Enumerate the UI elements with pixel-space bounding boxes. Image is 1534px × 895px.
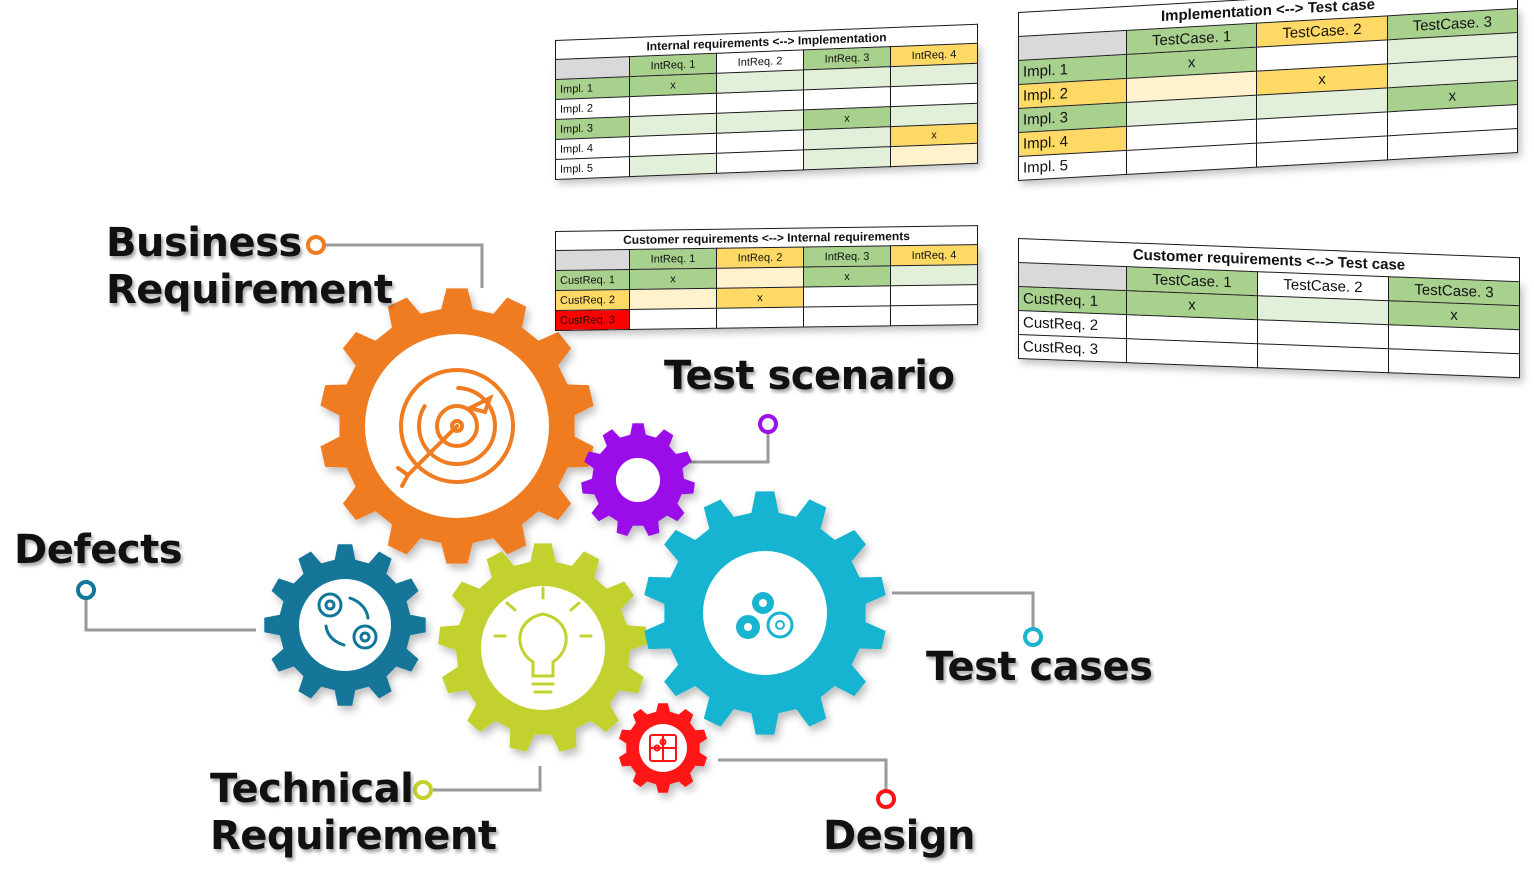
row-header: CustReq. 2 [555,289,630,311]
table-internal-implementation: Internal requirements <--> Implementatio… [555,23,978,180]
table-cell [1388,348,1520,378]
table-cell: x [716,287,804,309]
label-defects: Defects [14,527,183,573]
table-cell [890,264,978,286]
table-cell [803,305,891,328]
gear-hole [481,586,605,710]
label-design: Design [823,813,975,859]
marker-defects [76,580,96,600]
gear-cycle-icon [317,592,378,650]
marker-technical [413,780,433,800]
table-cell [716,267,804,289]
table-cell: x [803,265,891,288]
row-header: CustReq. 3 [1018,334,1127,363]
table-cell [803,146,891,170]
table-cell [890,143,978,167]
table-customer-testcase: Customer requirements <--> Test case Tes… [1018,238,1520,379]
column-header: IntReq. 3 [803,245,891,268]
target-arrow-icon [396,368,515,488]
table-implementation-testcase: Implementation <--> Test case TestCase. … [1018,0,1518,182]
gears-icon [736,592,794,639]
marker-test-scenario [758,414,778,434]
label-technical-line1: Technical [210,766,414,812]
row-header: CustReq. 1 [555,269,630,291]
table-cell [629,308,717,330]
puzzle-icon [649,734,677,762]
label-test-cases: Test cases [926,644,1153,690]
table-cell [1126,338,1258,368]
table-cell [803,285,891,308]
label-business-requirement: Business Requirement [106,220,393,314]
table-customer-internal: Customer requirements <--> Internal requ… [555,225,978,331]
gear-hole [299,579,391,671]
table-cell [890,284,978,306]
row-header: Impl. 5 [555,156,630,180]
label-business-line2: Requirement [106,267,393,314]
table-cell [629,288,717,310]
label-business-line1: Business [106,220,302,266]
connector-design [718,758,888,791]
label-technical-requirement: Technical Requirement [210,766,497,860]
row-header: CustReq. 3 [555,309,630,331]
gear-technical [438,543,648,752]
table-corner [555,249,630,271]
connector-test-cases [892,591,1035,628]
lightbulb-icon [493,586,593,694]
connector-business [326,243,484,288]
marker-rings [76,235,1043,809]
column-header: IntReq. 1 [629,248,717,270]
ring-icon [616,458,660,502]
connector-test-scenario [690,432,770,464]
marker-business [306,235,326,255]
connector-defects [84,598,256,632]
gear-defects [264,544,426,706]
marker-test-cases [1023,627,1043,647]
label-technical-line2: Requirement [210,813,497,860]
table-cell: x [629,268,717,290]
table-cell [716,149,804,174]
label-test-scenario: Test scenario [664,353,955,399]
table-cell [629,153,717,177]
table-cell [890,304,978,326]
table-cell [716,307,804,329]
table-cell [1257,343,1389,373]
connector-technical [432,766,542,792]
marker-design [876,789,896,809]
column-header: IntReq. 4 [890,244,978,266]
connector-lines [84,243,1035,792]
column-header: IntReq. 2 [716,247,804,269]
